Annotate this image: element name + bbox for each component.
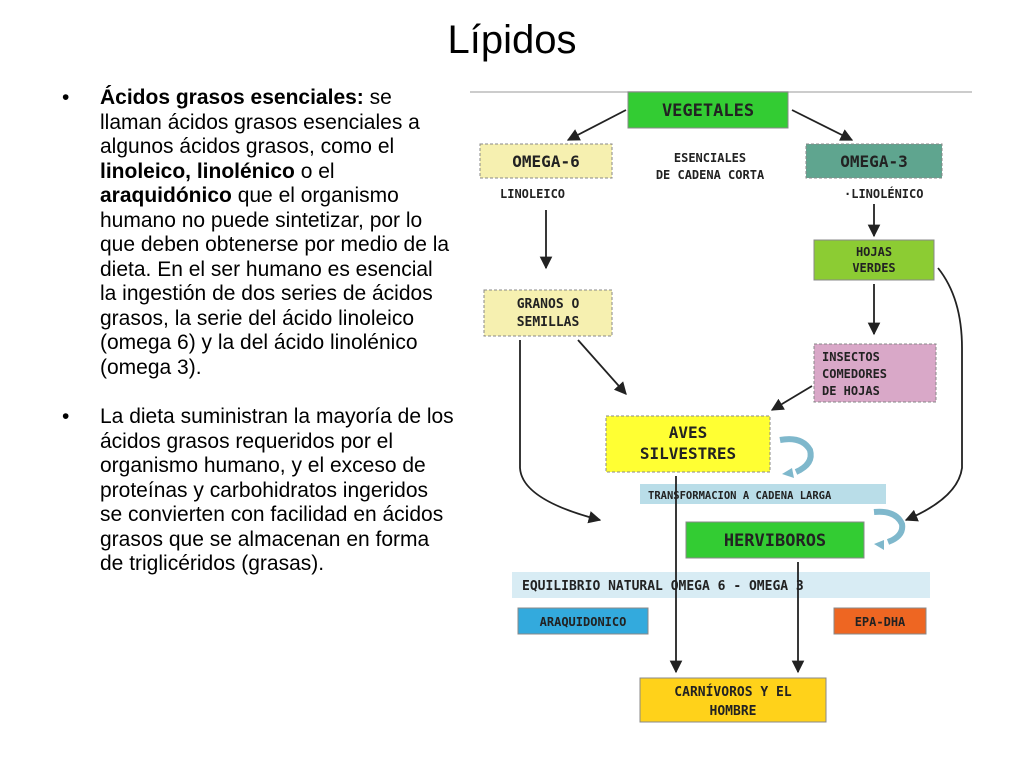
label-omega6: OMEGA-6 [512, 152, 579, 171]
bullet-dot: • [62, 405, 70, 428]
bullet-text: que el organismo humano no puede sinteti… [100, 184, 450, 379]
box-vegetales: VEGETALES [627, 91, 789, 129]
bullet-text: o el [294, 159, 335, 183]
box-hojas-verdes: HOJAS VERDES [813, 239, 935, 281]
bullet-bold-term: araquidónico [100, 184, 232, 207]
label-silvestres: SILVESTRES [640, 444, 736, 463]
box-omega6: OMEGA-6 [479, 143, 613, 179]
box-aves-silvestres: AVES SILVESTRES [605, 415, 771, 473]
label-hombre: HOMBRE [710, 704, 757, 719]
label-epa-dha: EPA-DHA [855, 615, 906, 629]
label-aves: AVES [669, 423, 708, 442]
bullet-item-essential-fatty-acids: • Ácidos grasos esenciales: se llaman ác… [62, 86, 454, 380]
bullet-list: • Ácidos grasos esenciales: se llaman ác… [62, 86, 454, 602]
label-araquidonico: ARAQUIDONICO [540, 615, 627, 629]
bullet-bold-term: linoleico, linolénico [100, 159, 295, 183]
label-cadena-corta: DE CADENA CORTA [656, 168, 765, 182]
label-esenciales: ESENCIALES [674, 151, 746, 165]
label-vegetales: VEGETALES [662, 101, 754, 121]
label-herviboros: HERVIBOROS [724, 531, 826, 551]
flow-arrows [519, 109, 963, 674]
box-omega3: OMEGA-3 [805, 143, 943, 179]
band-equilibrio: EQUILIBRIO NATURAL OMEGA 6 - OMEGA 3 [512, 572, 930, 598]
label-insectos: INSECTOS [822, 350, 880, 364]
bullet-text: se llaman ácidos grasos esenciales a alg… [100, 86, 420, 158]
box-carnivoros-hombre: CARNÍVOROS Y EL HOMBRE [639, 677, 827, 723]
label-omega3: OMEGA-3 [840, 152, 907, 171]
label-linolenico: ·LINOLÉNICO [844, 186, 923, 201]
omega-flow-diagram: VEGETALES OMEGA-6 OMEGA-3 ESENCIALES DE … [470, 91, 972, 723]
label-de-hojas: DE HOJAS [822, 384, 880, 398]
label-semillas: SEMILLAS [517, 315, 580, 330]
cycle-arrow-icon [873, 508, 906, 545]
bullet-bold-term: Ácidos grasos esenciales: [100, 86, 364, 109]
label-linoleico: LINOLEICO [500, 187, 565, 201]
label-carnivoros: CARNÍVOROS Y EL [674, 684, 792, 700]
bullet-item-diet: • La dieta suministran la mayoría de los… [62, 405, 454, 577]
bullet-text: La dieta suministran la mayoría de los á… [100, 405, 454, 575]
label-equilibrio: EQUILIBRIO NATURAL OMEGA 6 - OMEGA 3 [522, 579, 804, 594]
label-granos: GRANOS O [517, 297, 580, 312]
box-insectos: INSECTOS COMEDORES DE HOJAS [813, 343, 937, 403]
label-hojas: HOJAS [856, 245, 892, 259]
box-araquidonico: ARAQUIDONICO [517, 607, 649, 635]
label-comedores: COMEDORES [822, 367, 887, 381]
cycle-arrow-icon [779, 436, 814, 475]
slide-title: Lípidos [447, 18, 577, 62]
box-epa-dha: EPA-DHA [833, 607, 927, 635]
box-granos-semillas: GRANOS O SEMILLAS [483, 289, 613, 337]
box-herviboros: HERVIBOROS [685, 521, 865, 559]
label-verdes: VERDES [852, 261, 895, 275]
band-transformacion: TRANSFORMACION A CADENA LARGA [640, 484, 886, 504]
bullet-dot: • [62, 86, 70, 109]
label-transformacion: TRANSFORMACION A CADENA LARGA [648, 490, 832, 502]
